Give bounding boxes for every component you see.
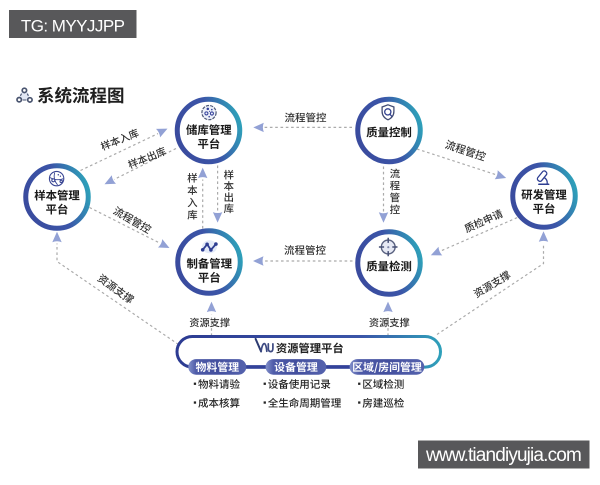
svg-text:TG: MYYJJPP: TG: MYYJJPP bbox=[21, 16, 125, 35]
svg-text:www.tiandiyujia.com: www.tiandiyujia.com bbox=[425, 445, 581, 466]
